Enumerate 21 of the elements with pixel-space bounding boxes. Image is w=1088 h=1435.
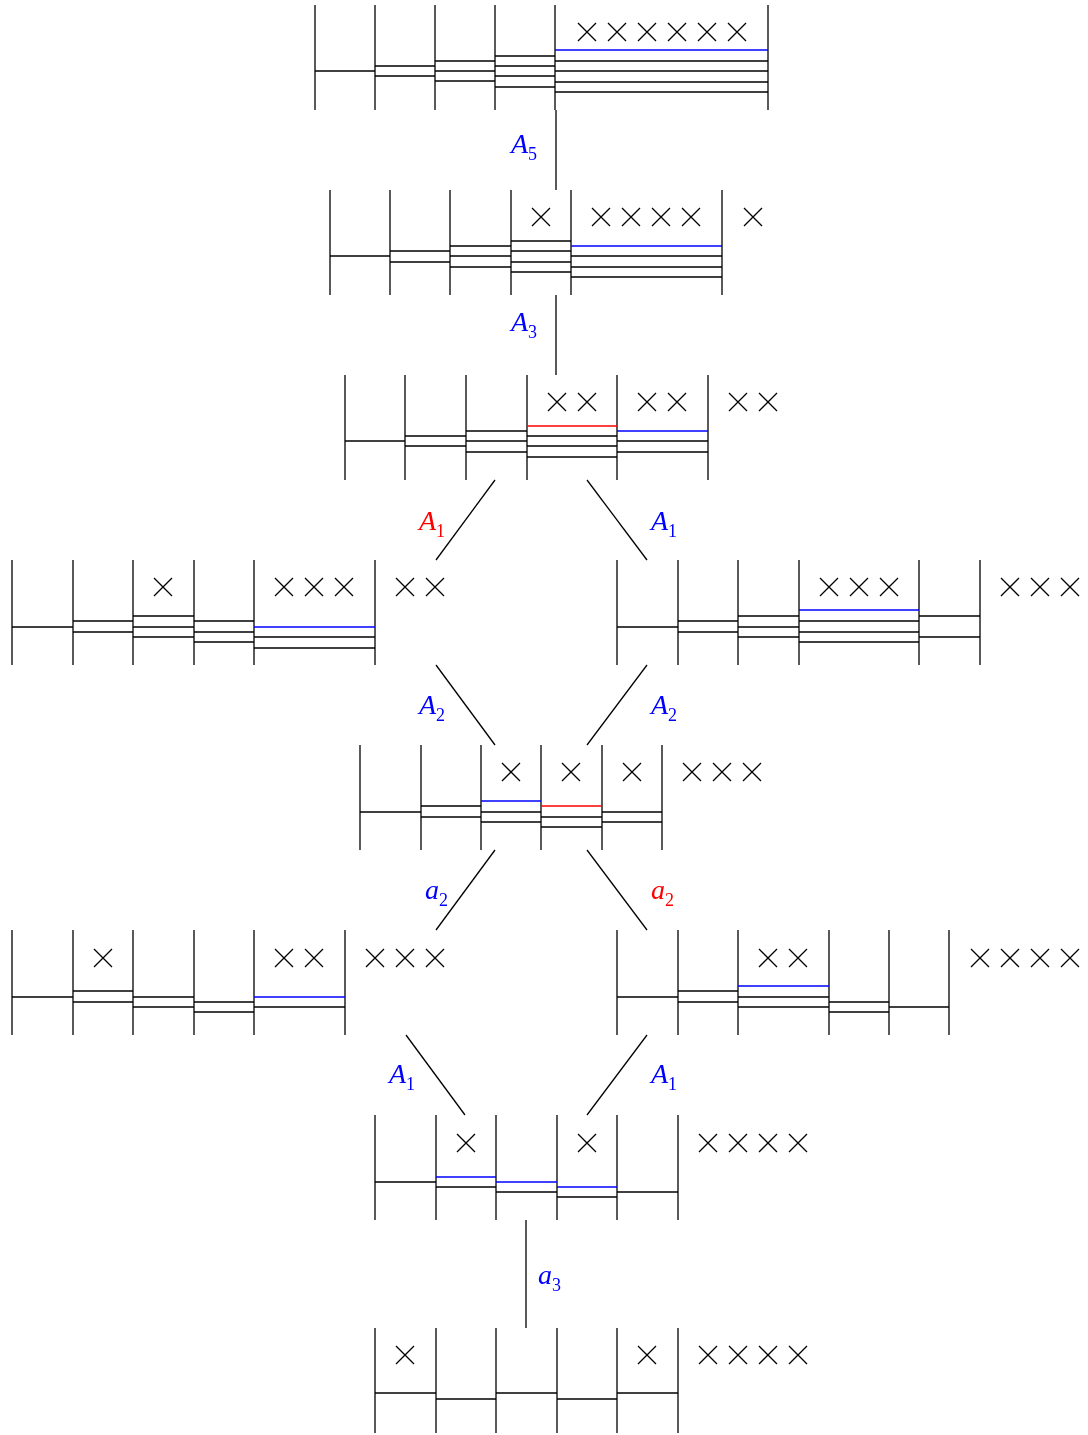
connector-line [586,849,648,931]
brane-configuration-drawing [359,745,763,850]
brane-configuration-drawing [374,1115,809,1220]
connector-line [586,1034,648,1116]
brane-configuration-drawing [616,930,1081,1035]
connector-line [555,294,557,376]
connector-line [405,1034,466,1116]
connector-line [525,1219,527,1329]
brane-configuration-drawing [11,560,446,665]
brane-configuration-drawing [344,375,779,480]
connector-line [435,479,496,561]
connector-line [555,109,557,191]
connector-line [586,664,648,746]
brane-configuration-drawing [616,560,1081,665]
connector-line [435,664,496,746]
brane-configuration-drawing [329,190,764,295]
connector-line [586,479,648,561]
brane-configuration-drawing [374,1328,809,1433]
brane-configuration-drawing [314,5,769,110]
brane-configuration-drawing [11,930,446,1035]
connector-line [435,849,496,931]
